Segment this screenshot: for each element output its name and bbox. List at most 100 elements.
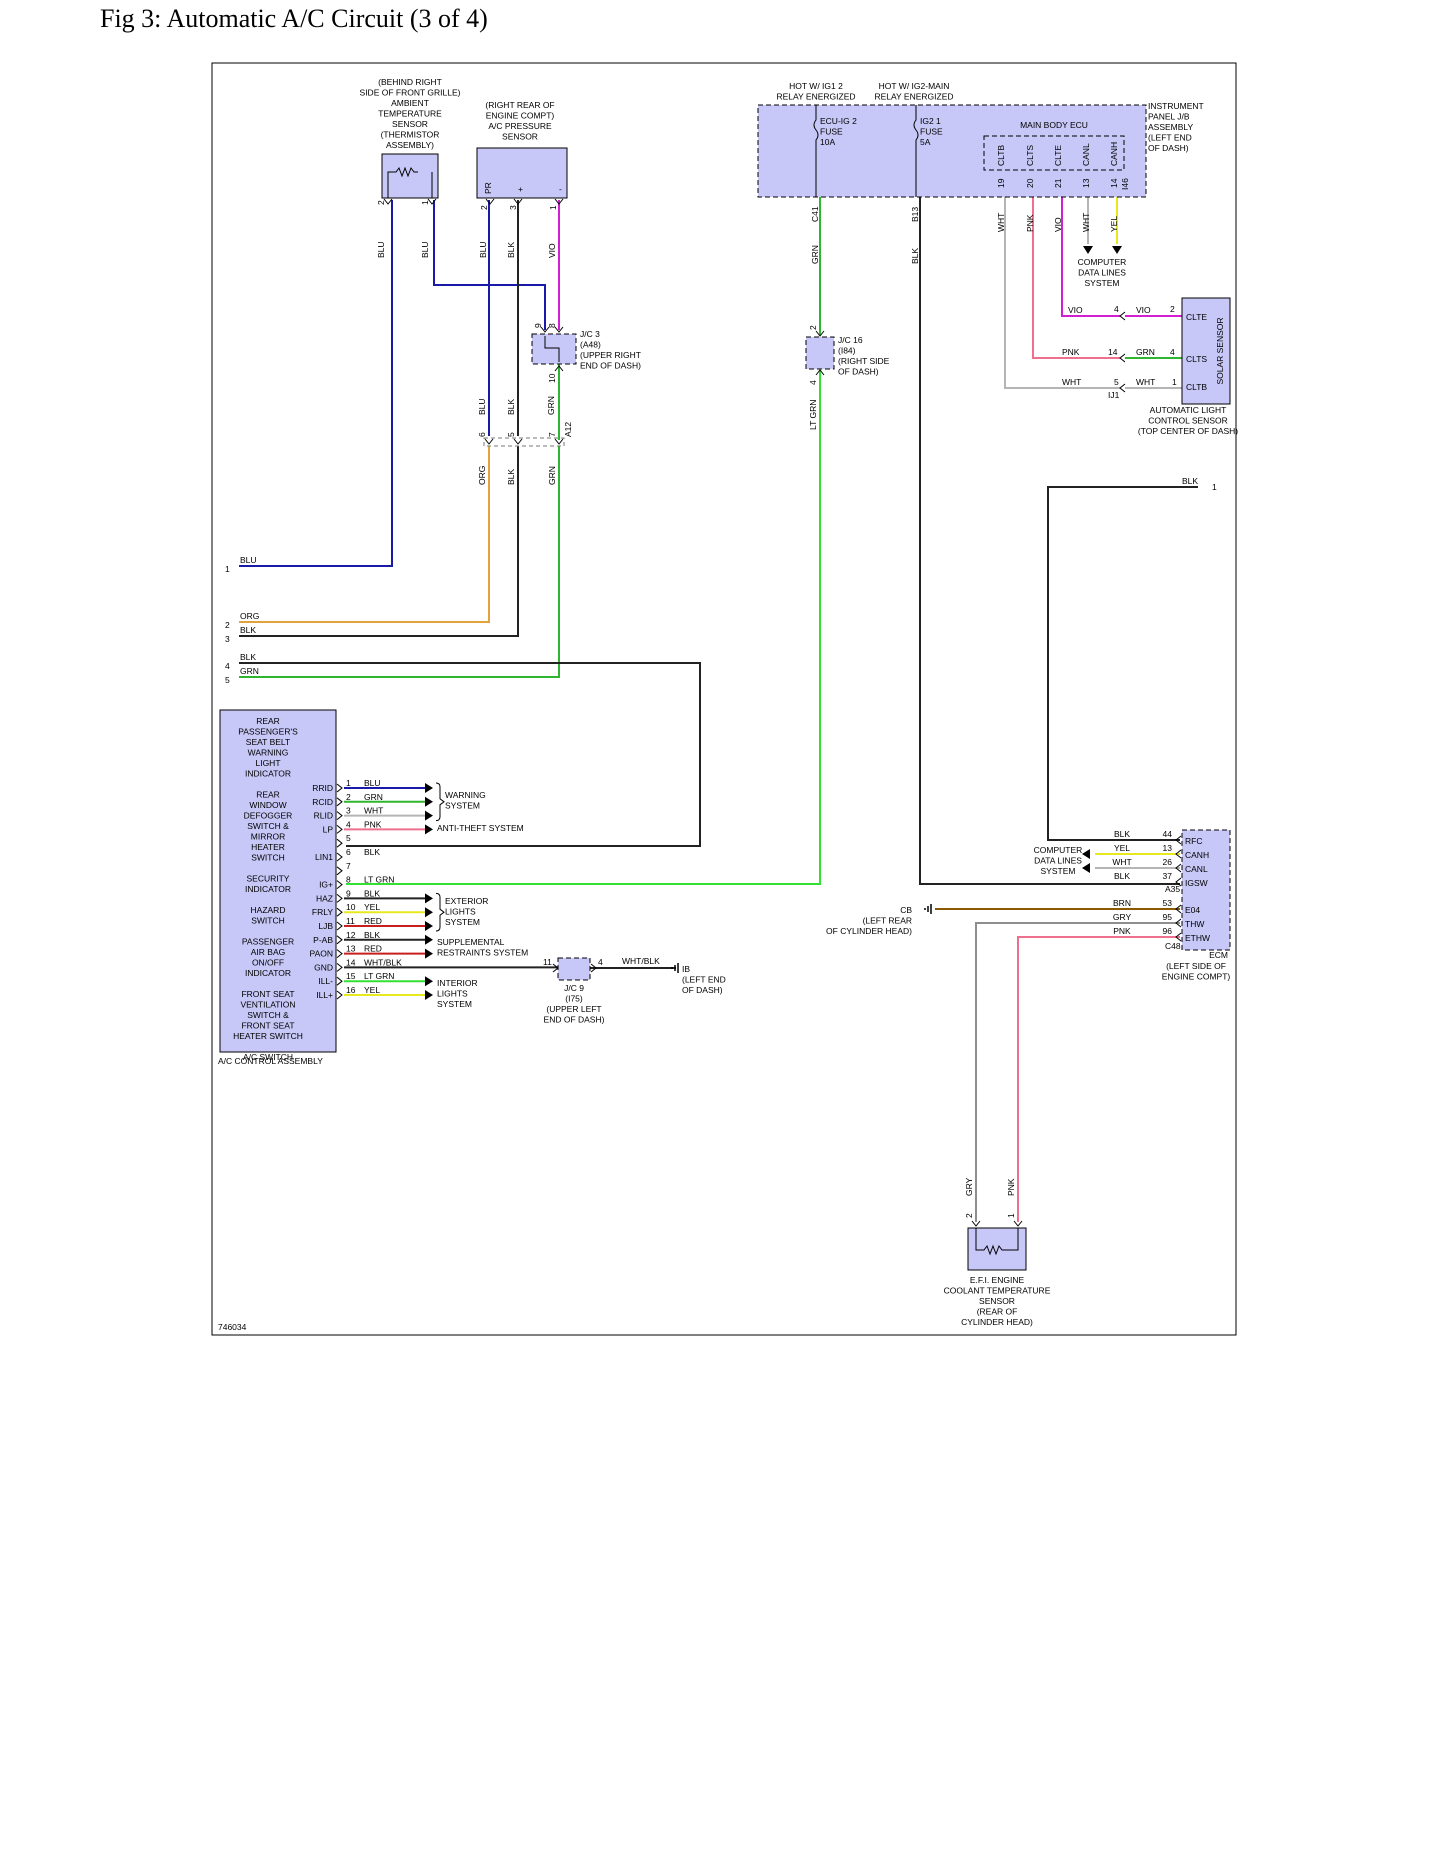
- connector-mark: [971, 1220, 981, 1227]
- wire-color-label: BLK: [1114, 871, 1130, 881]
- components-layer: [219, 104, 1231, 1271]
- coolant-sensor-label: SENSOR: [979, 1296, 1015, 1306]
- sensor-pin-label: CLTS: [1186, 354, 1207, 364]
- connector-mark: [336, 797, 343, 807]
- pin-number: 10: [547, 373, 557, 383]
- connector-mark: [336, 811, 343, 820]
- ac-control-text: INDICATOR: [245, 968, 291, 978]
- ac-control-box: [219, 709, 337, 1053]
- figure-id: 746034: [218, 1322, 247, 1332]
- wire-color-label: YEL: [1109, 216, 1119, 232]
- computer-data-lines-label: DATA LINES: [1078, 268, 1126, 278]
- connector-mark: [485, 198, 495, 205]
- wire-color-label: YEL: [364, 902, 380, 912]
- warning-brace: [435, 782, 445, 822]
- pin-number: 96: [1163, 926, 1173, 936]
- pin-number: 53: [1163, 898, 1173, 908]
- connector-mark: [1175, 918, 1182, 928]
- ecu-pin-label: CLTE: [1053, 145, 1063, 166]
- pin-number: 9: [533, 323, 543, 328]
- arrow-icon: [425, 893, 433, 904]
- ground-icon: [924, 904, 932, 914]
- jc3-label: (UPPER RIGHT: [580, 350, 641, 360]
- wire-color-label: BLK: [240, 625, 256, 635]
- fuse-ig2-label: 5A: [920, 137, 931, 147]
- ecu-pin-label: CLTS: [1025, 145, 1035, 166]
- ground-ib-label: IB: [682, 964, 690, 974]
- wire-color-label: GRN: [547, 466, 557, 485]
- wire-color-label: LT GRN: [364, 875, 394, 885]
- pin-number: 5: [346, 833, 351, 843]
- pin-number: 16: [346, 985, 356, 995]
- connector-mark: [484, 438, 494, 445]
- ecm-location-label: (LEFT SIDE OF: [1166, 961, 1226, 971]
- wire-color-label: LT GRN: [364, 971, 394, 981]
- pin-number: 26: [1163, 857, 1173, 867]
- pressure-sensor-label: ENGINE COMPT): [486, 111, 555, 121]
- coolant-sensor-label: COOLANT TEMPERATURE: [944, 1286, 1051, 1296]
- pin-number: 1: [420, 200, 430, 205]
- connector-mark: [336, 866, 343, 876]
- wire-color-label: BLK: [1114, 829, 1130, 839]
- pin-number: 14: [1109, 178, 1119, 188]
- arrow-icon: [425, 976, 433, 987]
- pin-number: 1: [1172, 377, 1177, 387]
- pin-number: 13: [1163, 843, 1173, 853]
- ambient-sensor-label: TEMPERATURE: [378, 109, 442, 119]
- ac-control-text: FRONT SEAT: [241, 1021, 294, 1031]
- wire-color-label: GRN: [1136, 347, 1155, 357]
- connector-mark: [815, 369, 825, 376]
- instrument-jb-label: PANEL J/B: [1148, 112, 1190, 122]
- pin-number: 13: [346, 944, 356, 954]
- wire-color-label: BLK: [364, 888, 380, 898]
- wire-color-label: GRN: [546, 396, 556, 415]
- pressure-sensor-box: [476, 147, 568, 199]
- connector-mark: [336, 894, 343, 903]
- thermistor-icon: [980, 1244, 1006, 1256]
- wire-color-label: ORG: [240, 611, 259, 621]
- connector-mark: [513, 438, 523, 445]
- terminal-number: 2: [225, 620, 230, 630]
- wire-color-label: BLK: [364, 847, 380, 857]
- instrument-jb-label: INSTRUMENT: [1148, 101, 1204, 111]
- ac-control-text: PASSENGER: [242, 937, 294, 947]
- main-body-ecu-box: [983, 135, 1125, 171]
- wire-color-label: BLU: [240, 555, 257, 565]
- wire-color-label: PNK: [1025, 214, 1035, 232]
- wire-color-label: VIO: [1068, 305, 1083, 315]
- ecm-pin-label: CANL: [1185, 864, 1208, 874]
- figure-title: Fig 3: Automatic A/C Circuit (3 of 4): [100, 4, 488, 33]
- pin-number: 9: [346, 888, 351, 898]
- ac-control-text: INDICATOR: [245, 884, 291, 894]
- srs-label: SUPPLEMENTAL: [437, 937, 505, 947]
- pin-number: 11: [346, 916, 355, 926]
- ground-cb-label: (LEFT REAR: [863, 916, 912, 926]
- jc16-label: OF DASH): [838, 367, 879, 377]
- jc9-label: (UPPER LEFT: [546, 1004, 601, 1014]
- computer-data-lines-label: COMPUTER: [1078, 257, 1127, 267]
- arrow-icon: [425, 934, 433, 945]
- jc9-label: (I75): [565, 994, 583, 1004]
- computer-data-lines-label: COMPUTER: [1034, 845, 1083, 855]
- connector-id: IJ1: [1108, 390, 1120, 400]
- connector-id: A35: [1165, 884, 1180, 894]
- pin-number: 37: [1163, 871, 1173, 881]
- connector-mark: [383, 198, 393, 205]
- connector-mark: [336, 838, 343, 848]
- sensor-pin-label: CLTE: [1186, 312, 1207, 322]
- pin-number: 44: [1163, 829, 1173, 839]
- ecu-pin-label: CLTB: [996, 145, 1006, 166]
- wires-layer: [239, 170, 1198, 1222]
- pin-number: 2: [346, 792, 351, 802]
- coolant-sensor-box: [967, 1227, 1027, 1271]
- connector-id: I46: [1120, 178, 1130, 190]
- ac-pin-name: LP: [323, 824, 334, 834]
- ac-control-text: SWITCH: [251, 853, 285, 863]
- jc9-box: [557, 957, 591, 981]
- wire-color-label: BRN: [1113, 898, 1131, 908]
- pin-number: 14: [346, 957, 356, 967]
- connector-mark: [427, 198, 437, 205]
- terminal-number: 4: [225, 661, 230, 671]
- wire-color-label: PNK: [364, 819, 382, 829]
